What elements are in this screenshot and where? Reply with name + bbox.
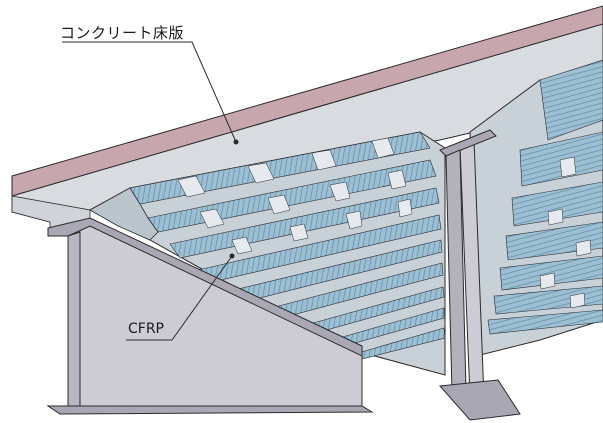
label-concrete-slab: コンクリート床版	[60, 24, 185, 42]
girder-left-flange-top	[47, 217, 363, 357]
slab-top-edge	[11, 5, 603, 197]
girder-right-flange-top	[439, 129, 497, 157]
cfrp-leader-dot	[229, 253, 235, 259]
slab-leader-line	[62, 41, 237, 143]
cfrp-gaps-left	[177, 137, 413, 255]
soffit-edge-band	[89, 187, 159, 241]
cfrp-leader-line	[126, 255, 233, 341]
slab-leader-dot	[233, 139, 239, 145]
girder-right-flange-bottom	[438, 379, 521, 421]
girder-left-stiffener	[67, 231, 81, 413]
girder-left-flange-bottom	[46, 405, 374, 415]
label-cfrp: CFRP	[128, 321, 164, 337]
cfrp-gaps-right	[539, 156, 592, 309]
